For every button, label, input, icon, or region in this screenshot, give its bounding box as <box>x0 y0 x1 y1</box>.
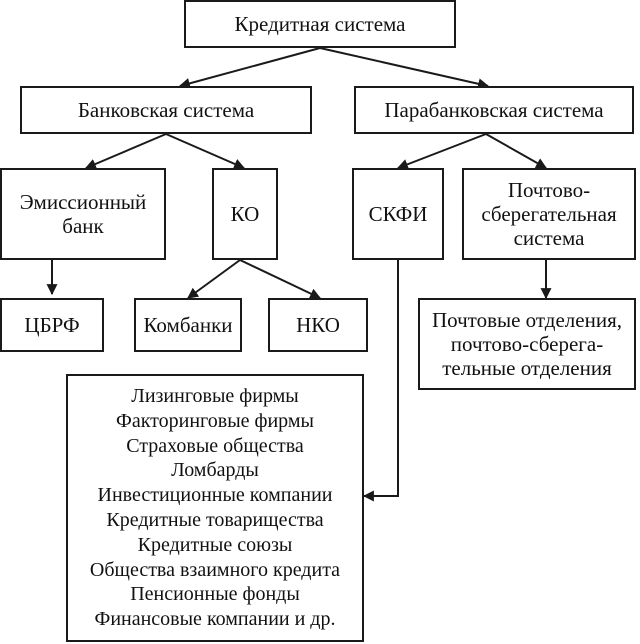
list-item-leasing: Лизинговые фирмы <box>131 385 299 408</box>
list-item-mutual-credit: Общества взаимного кредита <box>89 558 341 581</box>
edge-bank-system-to-emission-bank <box>84 133 167 170</box>
node-emission-bank-label-line-2: банк <box>62 214 104 238</box>
node-credit-system: Кредитная система <box>184 0 456 48</box>
node-postal-offices-label-line-2: почтово-сберега- <box>450 332 604 356</box>
node-bank-system: Банковская система <box>20 86 312 134</box>
node-postal-savings-label-line-1: Почтово- <box>507 178 591 202</box>
edge-ko-to-nko <box>239 259 321 299</box>
edge-parabank-system-to-postal-savings <box>485 133 547 169</box>
node-credit-system-label: Кредитная система <box>234 12 406 36</box>
node-postal-offices-label-line-1: Почтовые отделения, <box>432 308 622 332</box>
edge-skfi-to-skfi-list <box>362 260 399 502</box>
list-item-insurance: Страховые общества <box>126 434 304 457</box>
list-item-credit-partnerships: Кредитные товарищества <box>106 509 324 531</box>
edge-root-to-parabank-system <box>319 47 490 90</box>
node-parabank-system: Парабанковская система <box>354 86 634 134</box>
edge-parabank-system-to-skfi <box>396 133 487 170</box>
edge-bank-system-to-ko <box>165 133 246 170</box>
node-skfi: СКФИ <box>352 168 444 260</box>
node-postal-offices-label-line-3: тельные отделения <box>442 356 612 380</box>
edge-ko-to-combanks <box>187 259 241 299</box>
list-item-pension-funds: Пенсионные фонды <box>130 583 300 606</box>
list-item-factoring: Факторинговые фирмы <box>116 409 314 432</box>
node-cbrf-label: ЦБРФ <box>24 313 80 337</box>
node-parabank-system-label: Парабанковская система <box>384 98 604 122</box>
node-postal-savings-label-line-3: система <box>513 226 585 250</box>
node-postal-savings-label-line-2: сберегательная <box>481 202 617 226</box>
node-nko-label: НКО <box>296 313 340 337</box>
list-item-pawnshops: Ломбарды <box>171 459 259 482</box>
node-skfi-label: СКФИ <box>368 202 428 226</box>
node-combanks: Комбанки <box>134 298 242 352</box>
node-emission-bank-label-line-1: Эмиссионный <box>19 190 147 214</box>
edge-root-to-bank-system <box>178 47 321 89</box>
node-bank-system-label: Банковская система <box>77 98 255 122</box>
node-combanks-label: Комбанки <box>143 313 233 337</box>
list-item-finance-companies: Финансовые компании и др. <box>94 608 336 631</box>
node-skfi-institution-list: Лизинговые фирмы Факторинговые фирмы Стр… <box>66 374 364 642</box>
node-emission-bank: Эмиссионный банк <box>0 168 166 260</box>
node-postal-offices: Почтовые отделения, почтово-сберега- тел… <box>418 298 636 390</box>
node-ko-label: КО <box>230 202 260 226</box>
list-item-credit-unions: Кредитные союзы <box>137 533 293 556</box>
node-cbrf: ЦБРФ <box>0 298 104 352</box>
node-ko: КО <box>212 168 278 260</box>
list-item-investment: Инвестиционные компании <box>97 484 333 507</box>
node-nko: НКО <box>268 298 368 352</box>
node-postal-savings-system: Почтово- сберегательная система <box>462 168 636 260</box>
